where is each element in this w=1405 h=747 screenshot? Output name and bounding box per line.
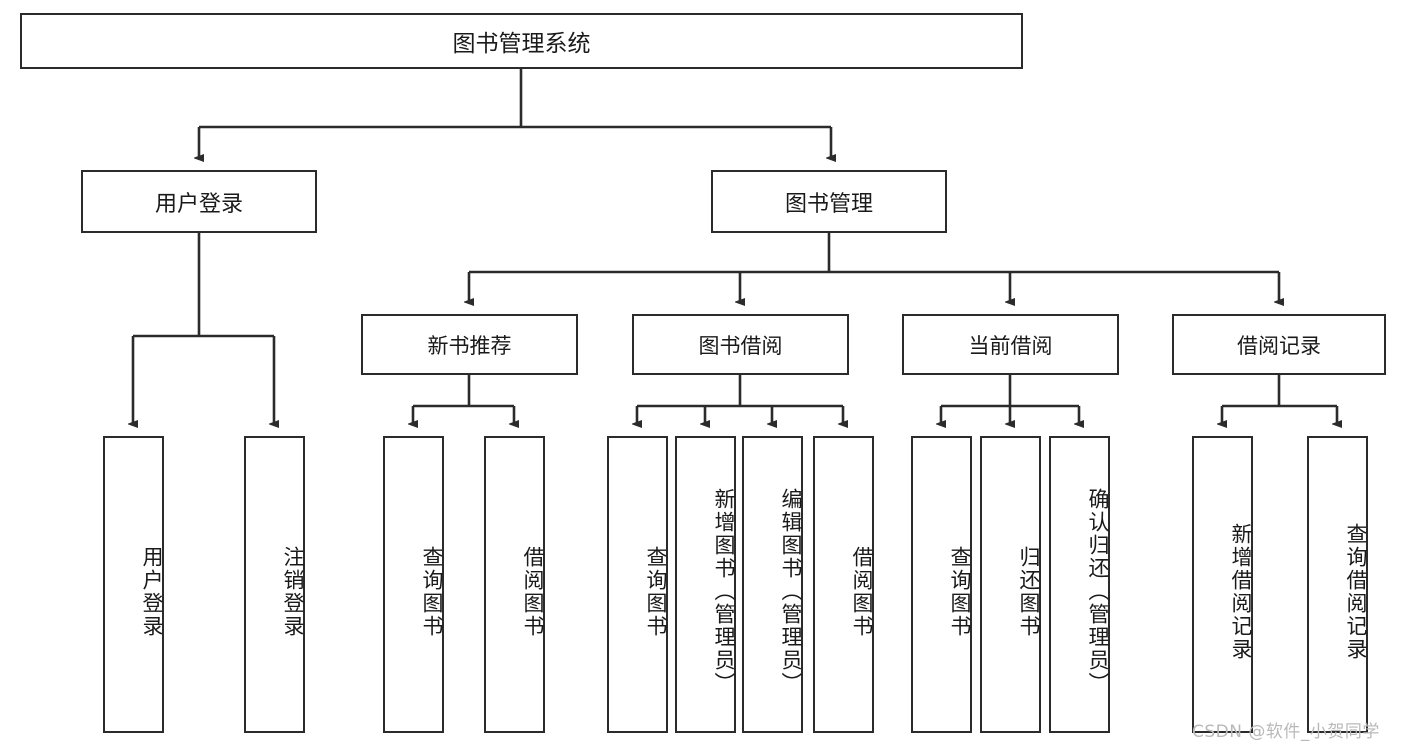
leaf-records-query-record[interactable]: 查询借阅记录	[1307, 436, 1368, 733]
node-label: 图书管理	[784, 191, 873, 217]
node-label: 借阅记录	[1237, 333, 1321, 358]
node-book-management[interactable]: 图书管理	[711, 170, 947, 233]
leaf-user-login-signin[interactable]: 用户登录	[103, 436, 164, 733]
leaf-borrow-edit-book-admin[interactable]: 编辑图书（管理员）	[742, 436, 803, 733]
node-label: 查询图书	[948, 545, 972, 638]
node-label: 当前借阅	[968, 333, 1053, 358]
node-label: 新书推荐	[427, 333, 512, 358]
node-label: 借阅图书	[850, 545, 874, 638]
leaf-current-return-book[interactable]: 归还图书	[980, 436, 1041, 733]
leaf-borrow-query-book[interactable]: 查询图书	[607, 436, 668, 733]
leaf-user-login-signout[interactable]: 注销登录	[244, 436, 305, 733]
node-new-book-recommend[interactable]: 新书推荐	[361, 314, 578, 375]
node-label: 用户登录	[140, 545, 164, 638]
leaf-recommend-borrow-book[interactable]: 借阅图书	[484, 436, 545, 733]
node-label: 用户登录	[154, 191, 243, 217]
node-book-borrow[interactable]: 图书借阅	[632, 314, 849, 375]
node-label: 新增借阅记录	[1229, 522, 1253, 661]
leaf-current-confirm-return-admin[interactable]: 确认归还（管理员）	[1049, 436, 1110, 733]
node-label: 查询图书	[644, 545, 668, 638]
node-label: 图书借阅	[698, 333, 783, 358]
leaf-borrow-add-book-admin[interactable]: 新增图书（管理员）	[675, 436, 736, 733]
leaf-recommend-query-book[interactable]: 查询图书	[383, 436, 444, 733]
node-label: 查询借阅记录	[1344, 522, 1368, 661]
node-borrow-records[interactable]: 借阅记录	[1172, 314, 1386, 375]
leaf-borrow-borrow-book[interactable]: 借阅图书	[813, 436, 874, 733]
leaf-records-add-record[interactable]: 新增借阅记录	[1192, 436, 1253, 733]
node-label: 借阅图书	[521, 545, 545, 638]
node-label: 新增图书（管理员）	[712, 488, 736, 695]
node-user-login[interactable]: 用户登录	[81, 170, 317, 233]
node-label: 查询图书	[420, 545, 444, 638]
node-current-borrow[interactable]: 当前借阅	[902, 314, 1119, 375]
node-label: 归还图书	[1017, 545, 1041, 638]
node-label: 编辑图书（管理员）	[779, 488, 803, 695]
node-label: 注销登录	[281, 545, 305, 638]
csdn-watermark: CSDN @软件_小贺同学	[1192, 722, 1380, 742]
node-label: 确认归还（管理员）	[1086, 488, 1110, 695]
node-label: 图书管理系统	[452, 31, 591, 57]
node-root-system[interactable]: 图书管理系统	[20, 13, 1023, 69]
leaf-current-query-book[interactable]: 查询图书	[911, 436, 972, 733]
